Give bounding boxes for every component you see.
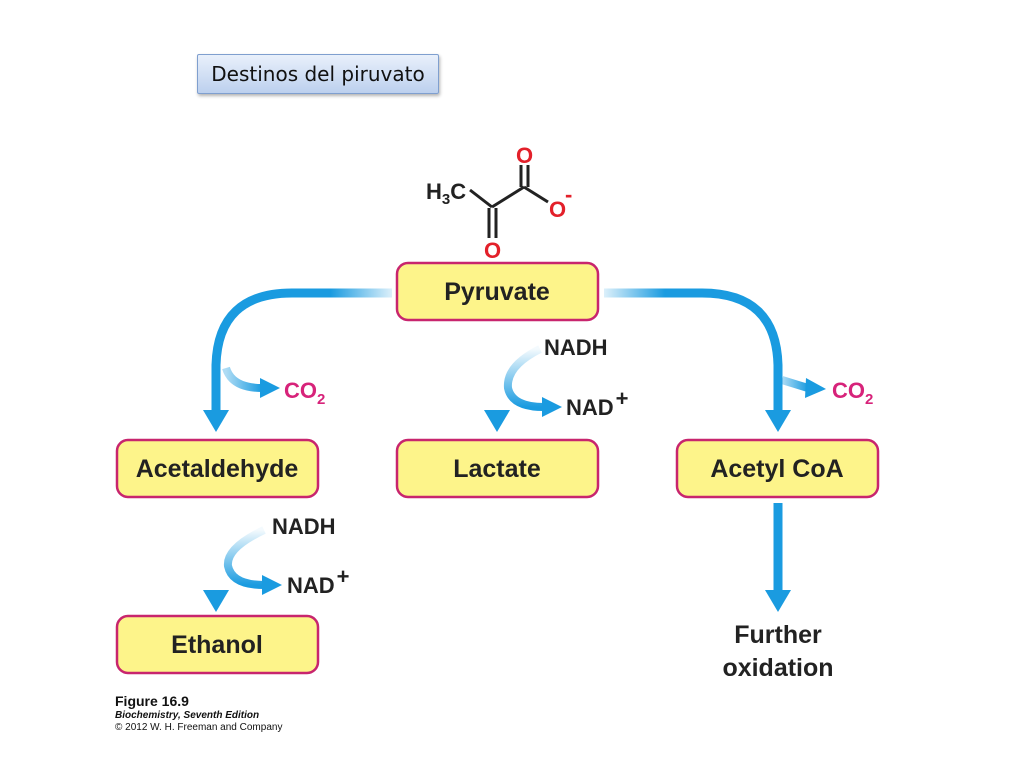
node-label: Acetaldehyde <box>136 455 299 483</box>
book-title: Biochemistry, Seventh Edition <box>115 710 260 721</box>
slide-title: Destinos del piruvato <box>197 54 439 94</box>
methyl-group: H3C <box>426 179 466 208</box>
arrow-pyruvate-to-acetyl-coa <box>604 288 783 412</box>
oxygen-atom: O <box>484 238 501 263</box>
arrowhead <box>484 410 510 432</box>
co2-label: CO2 <box>284 378 325 408</box>
node-label: Acetyl CoA <box>710 455 843 483</box>
arrow-co2-release-left <box>222 366 263 392</box>
node-pyruvate: Pyruvate <box>395 261 600 322</box>
node-acetaldehyde: Acetaldehyde <box>115 438 320 499</box>
arrowhead <box>542 397 562 417</box>
further-oxidation-line-1: Further <box>734 621 822 649</box>
arrowhead <box>765 410 791 432</box>
arrowhead <box>805 378 826 398</box>
bond-c-c <box>491 185 525 209</box>
node-label: Ethanol <box>171 631 263 659</box>
pyruvate-structure: H3C O O O - <box>426 143 572 263</box>
copyright: © 2012 W. H. Freeman and Company <box>115 722 283 733</box>
figure-number: Figure 16.9 <box>115 693 189 709</box>
arrow-nadh-oxidation-ethanol <box>223 526 266 589</box>
nadh-label: NADH <box>272 514 336 539</box>
node-acetyl-coa: Acetyl CoA <box>675 438 880 499</box>
bond-carboxylate <box>523 185 549 204</box>
node-ethanol: Ethanol <box>115 614 320 675</box>
arrowhead <box>765 590 791 612</box>
arrow-pyruvate-to-acetaldehyde <box>211 288 392 412</box>
arrowhead <box>203 410 229 432</box>
oxygen-atom: O <box>516 143 533 168</box>
arrowhead <box>260 378 280 398</box>
node-lactate: Lactate <box>395 438 600 499</box>
further-oxidation-line-2: oxidation <box>722 654 833 682</box>
arrow-nadh-oxidation-lactate <box>503 345 545 411</box>
bond-methyl <box>469 188 493 209</box>
node-further-oxidation: Further oxidation <box>722 621 833 682</box>
negative-charge: - <box>565 182 572 207</box>
nadh-label: NADH <box>544 335 608 360</box>
node-label: Pyruvate <box>444 278 550 306</box>
arrowhead <box>203 590 229 612</box>
node-label: Lactate <box>453 455 541 483</box>
nad-label: NAD+ <box>287 564 350 598</box>
oxygen-atom: O <box>549 197 566 222</box>
arrow-co2-release-right <box>780 376 810 392</box>
co2-label: CO2 <box>832 378 873 408</box>
nad-label: NAD+ <box>566 386 629 420</box>
figure-caption: Figure 16.9 Biochemistry, Seventh Editio… <box>115 693 282 733</box>
arrowhead <box>262 575 282 595</box>
